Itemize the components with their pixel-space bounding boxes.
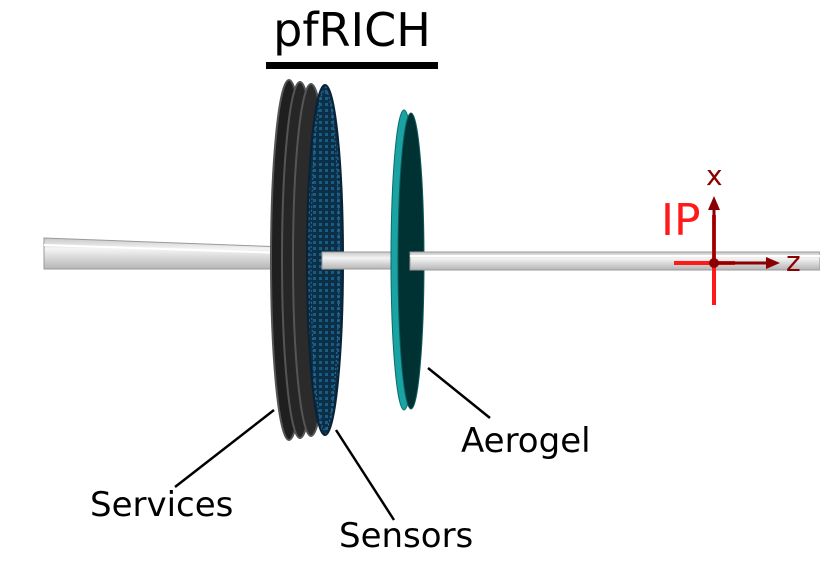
z-axis-label: z xyxy=(786,245,801,278)
services-label: Services xyxy=(90,485,234,525)
sensors-label: Sensors xyxy=(339,516,474,556)
aerogel-leader xyxy=(427,367,491,419)
beampipe-left xyxy=(43,237,286,270)
beampipe-middle xyxy=(321,251,393,270)
aerogel-label: Aerogel xyxy=(461,421,591,461)
services-leader xyxy=(174,409,275,488)
sensors-leader xyxy=(334,429,396,521)
x-axis-label: x xyxy=(706,159,723,192)
ip-label: IP xyxy=(661,195,701,246)
coordinate-axes xyxy=(708,196,780,269)
beampipe-right xyxy=(409,251,820,271)
page-title: pfRICH xyxy=(273,3,431,57)
leader-lines xyxy=(174,367,491,521)
title-underline xyxy=(266,62,438,69)
